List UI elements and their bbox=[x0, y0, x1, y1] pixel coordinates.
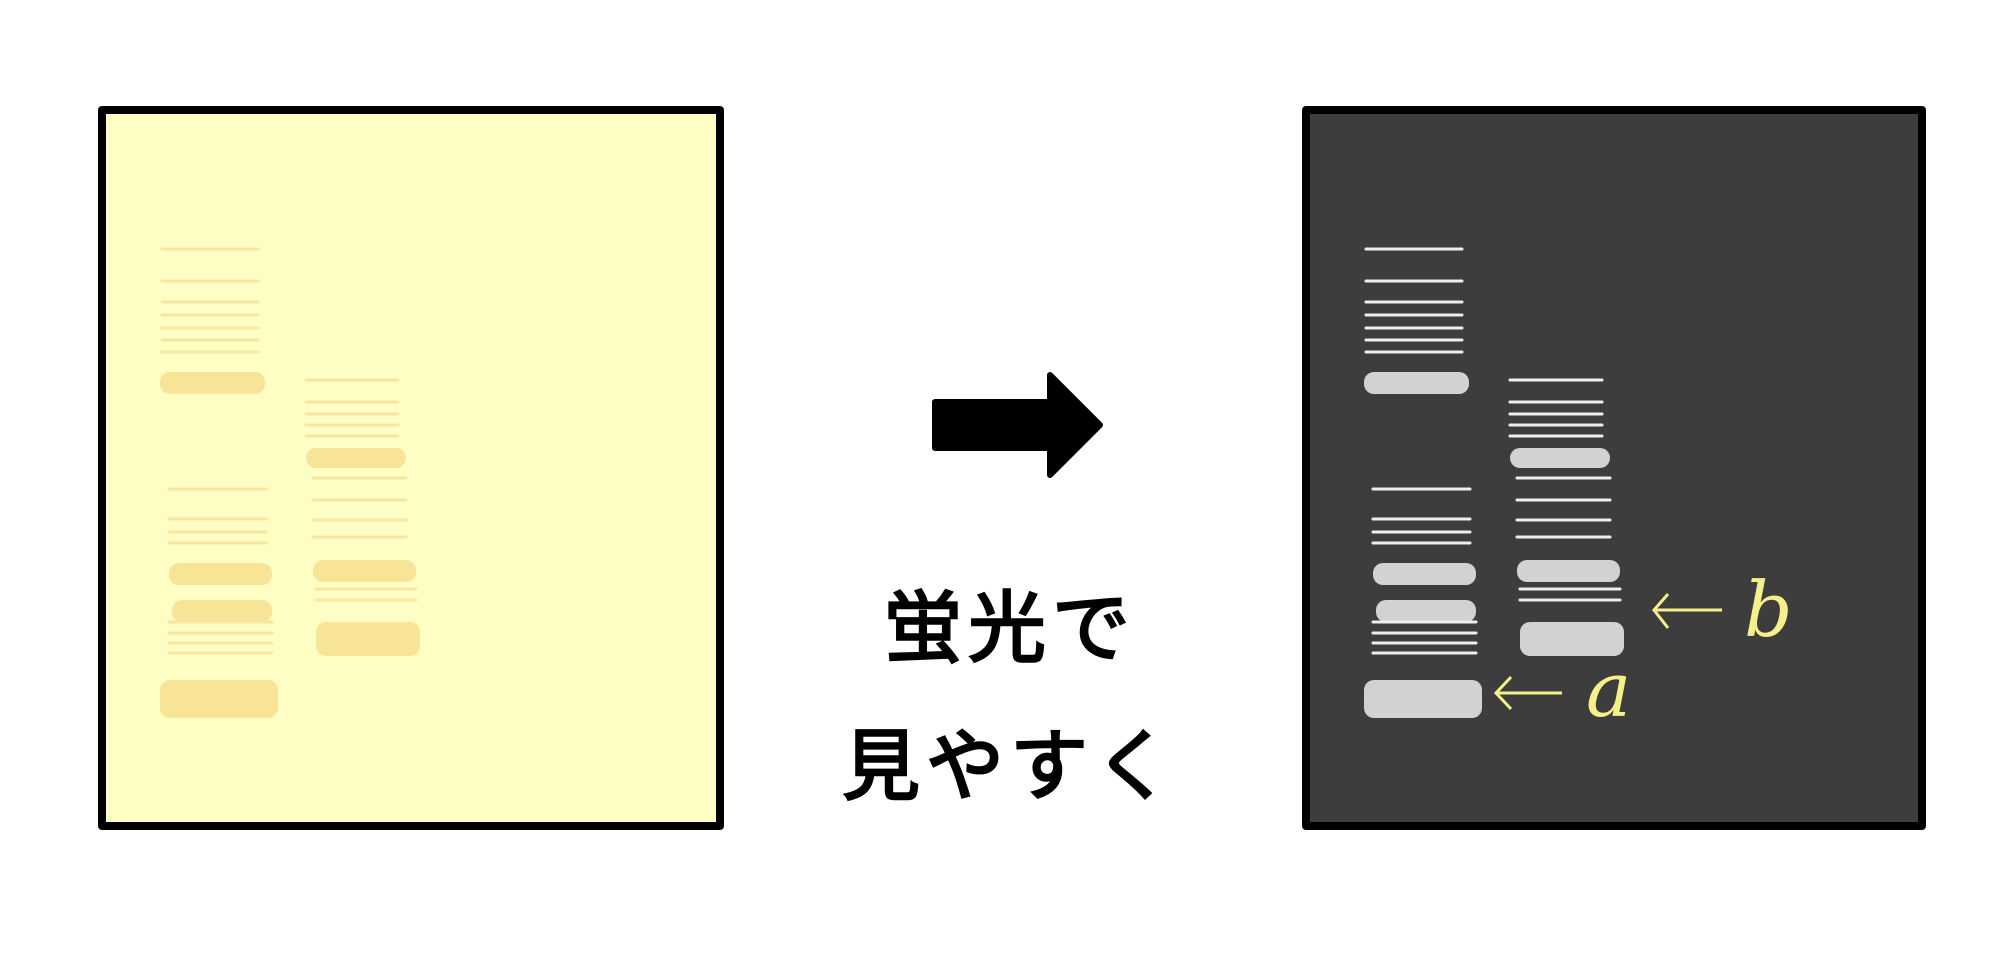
gel-panel-before bbox=[98, 106, 724, 830]
gel-thick-band bbox=[1517, 560, 1620, 582]
after-lane-1 bbox=[1364, 247, 1469, 394]
before-lane-1 bbox=[160, 247, 265, 394]
gel-thick-band bbox=[1520, 622, 1624, 656]
right-arrow-icon bbox=[932, 372, 1103, 478]
annotation-a-arrow-head bbox=[1493, 675, 1513, 711]
caption-line-2: 見やすく bbox=[841, 722, 1178, 812]
annotation-b: b bbox=[1652, 565, 1793, 654]
gel-thick-band bbox=[306, 448, 406, 468]
before-lane-2 bbox=[304, 378, 420, 656]
gel-thick-band bbox=[1364, 372, 1469, 394]
gel-thick-band bbox=[172, 600, 272, 622]
after-lane-3 bbox=[1364, 487, 1482, 718]
after-lane-2 bbox=[1508, 378, 1624, 656]
gel-panel-after bbox=[1302, 106, 1926, 830]
gel-thick-band bbox=[1376, 600, 1476, 622]
gel-thick-band bbox=[1373, 563, 1476, 585]
annotation-a-label: a bbox=[1586, 645, 1631, 734]
gel-panel-before-frame bbox=[98, 106, 724, 830]
gel-thick-band bbox=[160, 680, 278, 718]
gel-thick-band bbox=[1510, 448, 1610, 468]
gel-thick-band bbox=[316, 622, 420, 656]
gel-thick-band bbox=[1364, 680, 1482, 718]
annotation-a: a bbox=[1493, 645, 1631, 734]
gel-thick-band bbox=[160, 372, 265, 394]
annotation-b-label: b bbox=[1744, 565, 1793, 654]
before-lane-3 bbox=[160, 487, 278, 718]
caption-line-1: 蛍光で bbox=[883, 584, 1136, 674]
gel-thick-band bbox=[169, 563, 272, 585]
annotation-b-arrow-head bbox=[1652, 593, 1670, 629]
gel-thick-band bbox=[313, 560, 416, 582]
